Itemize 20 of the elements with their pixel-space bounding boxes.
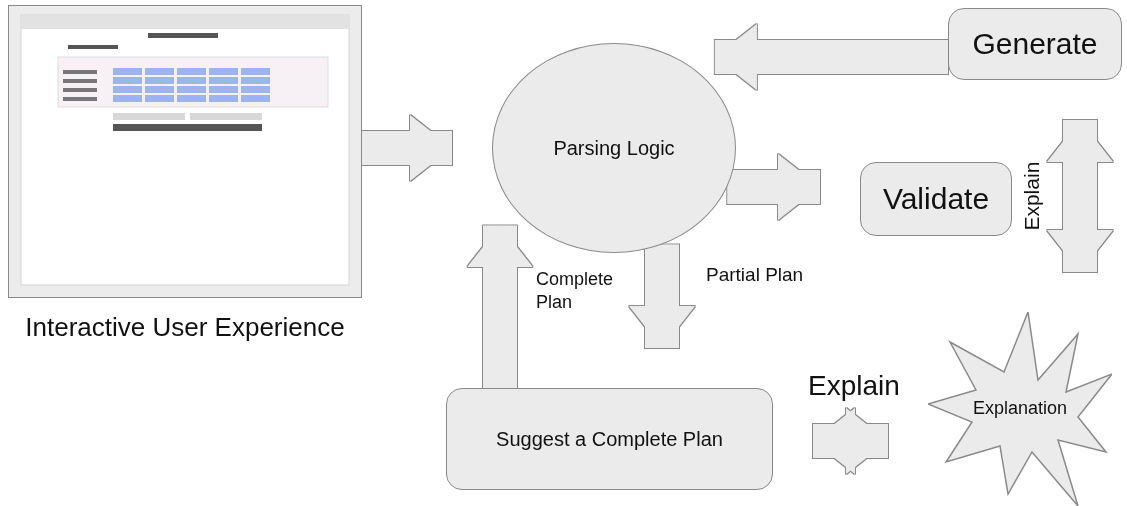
block-arrow: [714, 24, 948, 90]
node-label: Parsing Logic: [553, 136, 675, 160]
edge-label: Complete Plan: [536, 268, 615, 313]
block-arrow: [1047, 120, 1113, 272]
edge-label: Partial Plan: [706, 263, 804, 287]
edge-label: Explain: [1019, 161, 1045, 231]
process-box: [948, 8, 1122, 80]
node-label: Suggest a Complete Plan: [496, 427, 723, 451]
block-arrow: [629, 244, 695, 348]
node-label: Interactive User Experience: [24, 311, 346, 344]
process-box: [860, 162, 1012, 236]
block-arrow: [813, 408, 888, 474]
node-label: Explanation: [972, 398, 1068, 420]
node-label: Validate: [882, 181, 990, 217]
edge-label: Explain: [808, 369, 900, 403]
process-box: [446, 388, 773, 490]
block-arrow: [727, 154, 820, 220]
block-arrow: [362, 115, 452, 181]
block-arrow: [467, 225, 533, 388]
node-label: Generate: [972, 26, 1098, 62]
